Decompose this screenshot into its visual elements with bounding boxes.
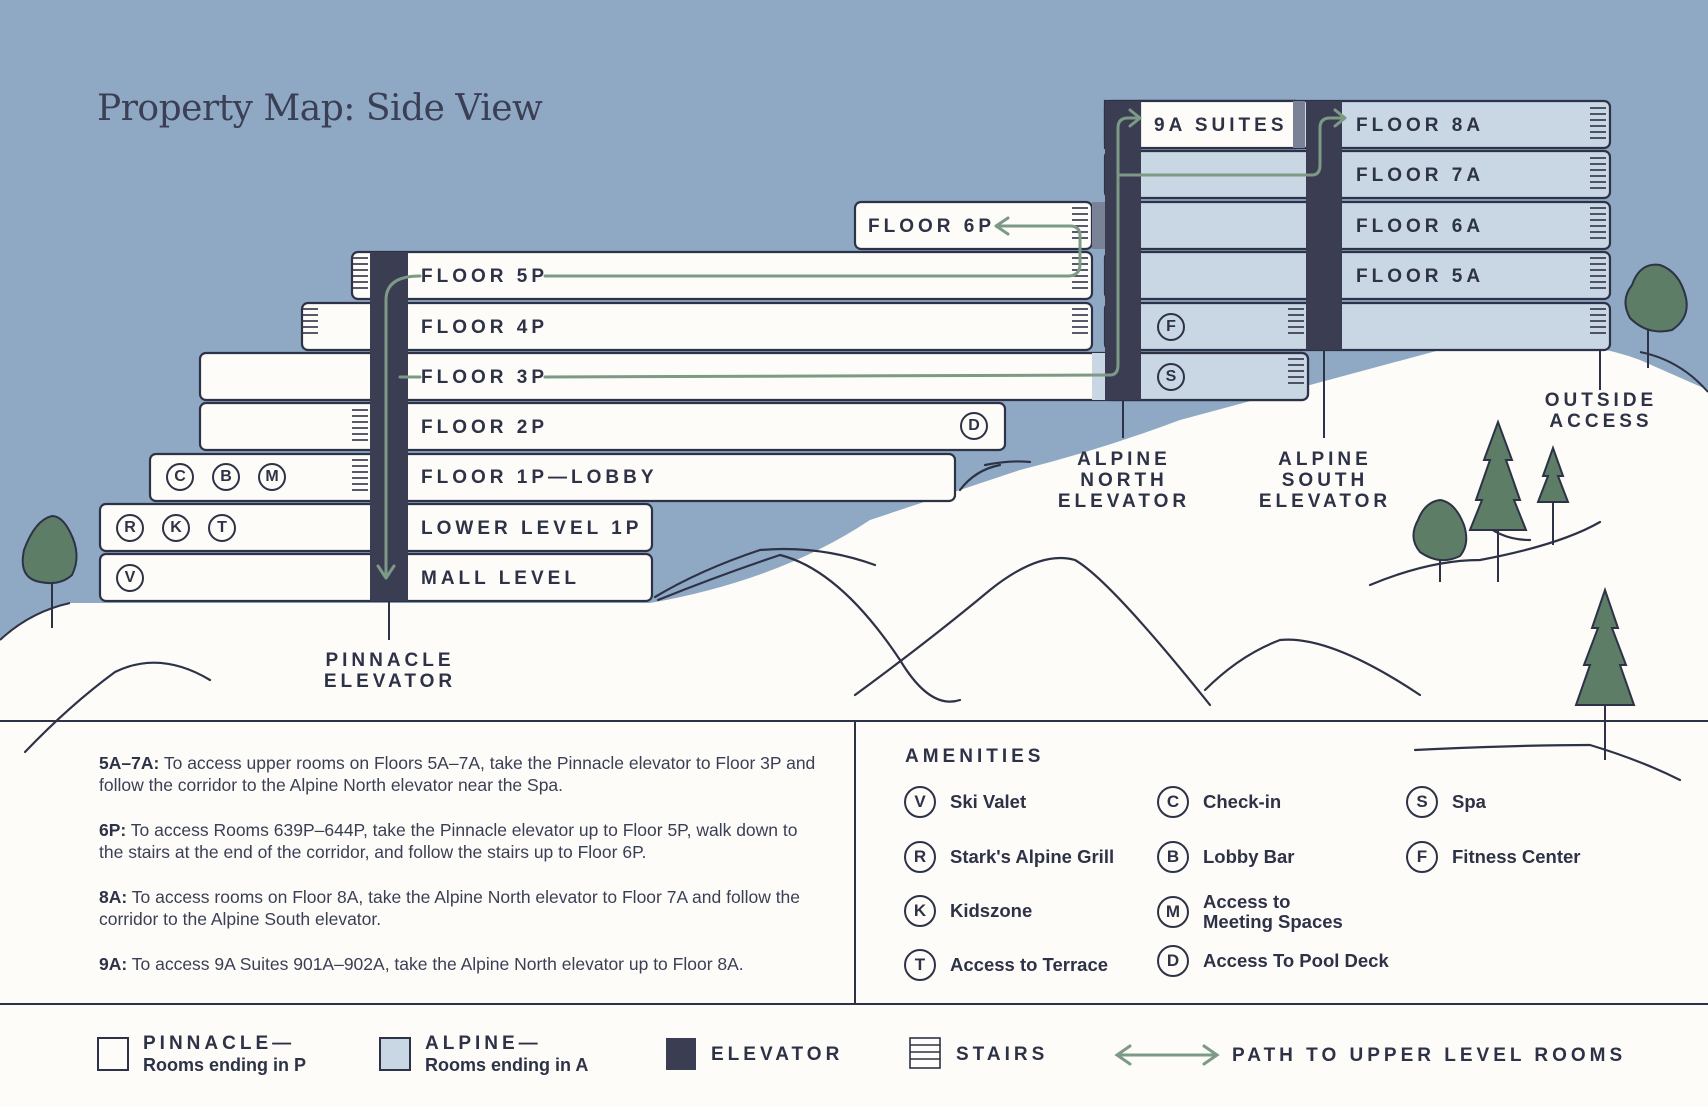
legend-stairs-swatch — [909, 1037, 941, 1069]
badge-fitness: F — [1157, 313, 1185, 341]
t-icon: T — [904, 949, 936, 981]
floor-label-3p: FLOOR 3P — [421, 367, 549, 388]
legend-elevator-swatch — [666, 1038, 696, 1070]
legend-elevator: ELEVATOR — [711, 1044, 844, 1065]
note-9a: 9A: To access 9A Suites 901A–902A, take … — [99, 954, 744, 974]
alpine-south-elevator-label: ALPINE SOUTH ELEVATOR — [1258, 449, 1392, 512]
suites-9a-box — [1138, 99, 1297, 150]
floor-label-mall: MALL LEVEL — [421, 568, 580, 589]
badge-kidszone: K — [162, 514, 190, 542]
k-icon: K — [904, 895, 936, 927]
floor-label-9a: 9A SUITES — [1154, 115, 1288, 136]
legend-pinnacle-swatch — [97, 1037, 129, 1071]
badge-terrace: T — [208, 514, 236, 542]
badge-checkin: C — [166, 463, 194, 491]
floor-label-4p: FLOOR 4P — [421, 317, 549, 338]
pinnacle-building — [98, 200, 1310, 603]
badge-pool-deck: D — [960, 412, 988, 440]
floor-label-1p-lobby: FLOOR 1P—LOBBY — [421, 467, 658, 488]
badge-meeting: M — [258, 463, 286, 491]
legend-path-swatch — [1114, 1044, 1220, 1066]
note-5a-7a: 5A–7A: To access upper rooms on Floors 5… — [99, 753, 816, 795]
legend-pinnacle: PINNACLE—Rooms ending in P — [143, 1033, 307, 1075]
c-icon: C — [1157, 786, 1189, 818]
floor-label-5p: FLOOR 5P — [421, 266, 549, 287]
s-icon: S — [1406, 786, 1438, 818]
badge-spa: S — [1157, 363, 1185, 391]
amenities-title: AMENITIES — [905, 746, 1045, 767]
m-icon: M — [1157, 896, 1189, 928]
legend-path: PATH TO UPPER LEVEL ROOMS — [1232, 1045, 1627, 1066]
d-icon: D — [1157, 945, 1189, 977]
suites-9a-dark — [1293, 101, 1305, 148]
alpine-north-elevator-label: ALPINE NORTH ELEVATOR — [1057, 449, 1191, 512]
trees — [21, 263, 1688, 760]
terrain-lines — [23, 460, 1682, 782]
r-icon: R — [904, 841, 936, 873]
pinnacle-elevator-label: PINNACLE ELEVATOR — [323, 650, 457, 692]
pinnacle-elevator-shaft — [370, 252, 408, 601]
badge-ski-valet: V — [116, 564, 144, 592]
floor-label-lower-1p: LOWER LEVEL 1P — [421, 518, 643, 539]
badge-lobby-bar: B — [212, 463, 240, 491]
floor-label-2p: FLOOR 2P — [421, 417, 549, 438]
floor-label-6a: FLOOR 6A — [1356, 216, 1485, 237]
outside-access-label: OUTSIDE ACCESS — [1544, 390, 1658, 432]
f-icon: F — [1406, 841, 1438, 873]
badge-grill: R — [116, 514, 144, 542]
note-6p: 6P: To access Rooms 639P–644P, take the … — [99, 820, 798, 862]
legend-alpine: ALPINE—Rooms ending in A — [425, 1033, 589, 1075]
note-8a: 8A: To access rooms on Floor 8A, take th… — [99, 887, 801, 929]
b-icon: B — [1157, 841, 1189, 873]
floor-label-6p: FLOOR 6P — [868, 216, 996, 237]
floor-label-7a: FLOOR 7A — [1356, 165, 1485, 186]
floor-label-5a: FLOOR 5A — [1356, 266, 1485, 287]
map-title: Property Map: Side View — [97, 88, 543, 129]
floor-label-8a: FLOOR 8A — [1356, 115, 1485, 136]
legend-alpine-swatch — [379, 1037, 411, 1071]
hill-outline — [0, 602, 71, 641]
legend-stairs: STAIRS — [956, 1044, 1049, 1065]
v-icon: V — [904, 786, 936, 818]
alpine-north-elevator-shaft — [1105, 101, 1141, 400]
alpine-south-elevator-shaft — [1306, 101, 1342, 350]
path-to-upper-rooms — [376, 108, 1347, 580]
